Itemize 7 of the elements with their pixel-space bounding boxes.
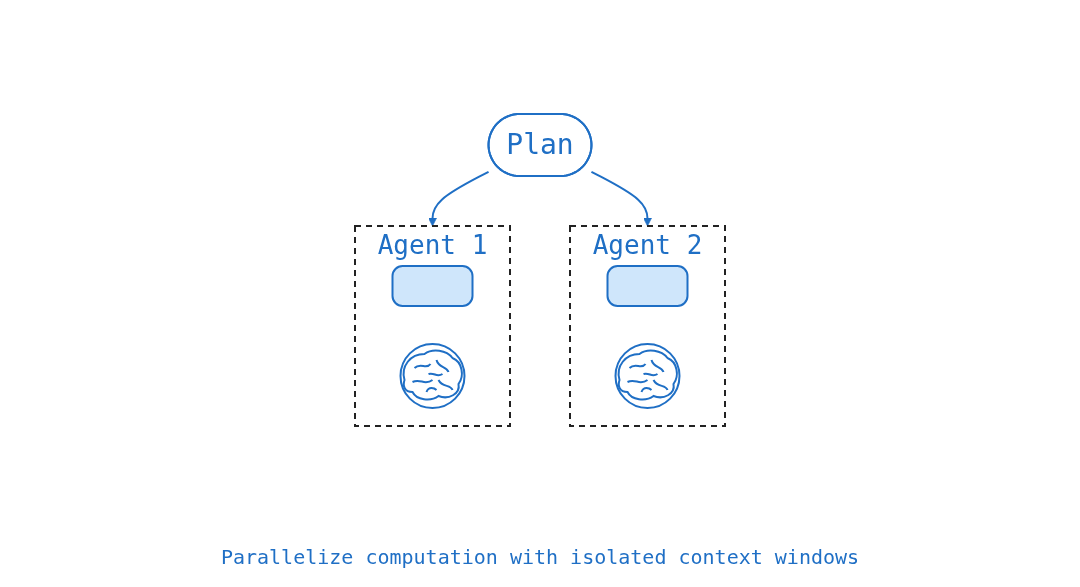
node-box [391, 264, 474, 307]
node-box [606, 264, 689, 307]
arrow [428, 170, 490, 226]
caption: Parallelize computation with isolated context windows [220, 545, 860, 569]
arrow [590, 170, 652, 226]
cluster: Agent 1 [354, 224, 511, 427]
cluster: Agent 2 [569, 224, 726, 427]
